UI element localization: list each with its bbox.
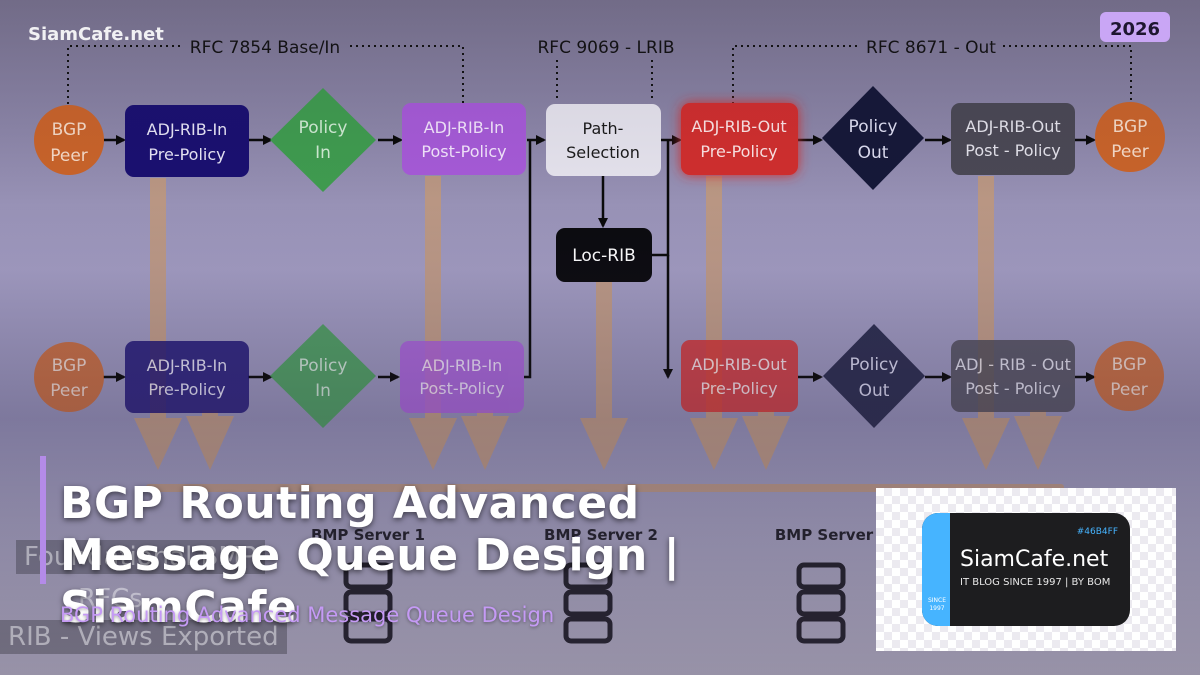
- page-title: BGP Routing Advanced Message Queue Desig…: [60, 478, 681, 633]
- svg-text:Peer: Peer: [1110, 380, 1148, 400]
- svg-text:Pre-Policy: Pre-Policy: [148, 380, 225, 399]
- svg-text:Selection: Selection: [566, 143, 640, 162]
- svg-text:BGP: BGP: [1112, 355, 1147, 375]
- svg-text:Policy: Policy: [299, 118, 348, 138]
- path-selection: Path- Selection: [546, 104, 661, 176]
- adj-rib-out-pre-policy-top: ADJ-RIB-Out Pre-Policy: [681, 103, 798, 175]
- svg-text:Pre-Policy: Pre-Policy: [148, 145, 225, 164]
- rfc-9069-label: RFC 9069 - LRIB: [537, 38, 674, 58]
- adj-rib-in-pre-policy-top: ADJ-RIB-In Pre-Policy: [125, 105, 249, 177]
- svg-text:BGP: BGP: [52, 356, 87, 376]
- server-icon: [343, 562, 393, 644]
- svg-text:BGP: BGP: [1113, 117, 1148, 137]
- svg-text:ADJ-RIB-In: ADJ-RIB-In: [147, 120, 228, 139]
- logo-stripe: [922, 513, 950, 626]
- rfc-brackets: [67, 45, 1132, 104]
- svg-text:BGP: BGP: [52, 120, 87, 140]
- bgp-peer-bottom-right: BGP Peer: [1094, 341, 1164, 411]
- svg-text:Out: Out: [858, 143, 889, 163]
- bg-label-rib-views: RIB - Views Exported: [0, 620, 287, 654]
- svg-text:Post-Policy: Post-Policy: [419, 379, 504, 398]
- svg-text:Post - Policy: Post - Policy: [965, 141, 1060, 160]
- svg-text:Out: Out: [859, 381, 890, 401]
- svg-text:Peer: Peer: [50, 146, 88, 166]
- svg-text:BMP Server 2: BMP Server 2: [544, 526, 658, 544]
- policy-in-bottom: Policy In: [270, 324, 376, 428]
- adj-rib-out-post-policy-top: ADJ-RIB-Out Post - Policy: [951, 103, 1075, 175]
- svg-text:BMP Server: BMP Server: [775, 526, 874, 544]
- server-icon: [796, 562, 846, 644]
- year-badge: 2026: [1100, 12, 1170, 42]
- siamcafe-logo: #46B4FF SiamCafe.net IT BLOG SINCE 1997 …: [922, 513, 1130, 626]
- policy-in-top: Policy In: [270, 88, 376, 192]
- logo-panel: #46B4FF SiamCafe.net IT BLOG SINCE 1997 …: [876, 488, 1176, 651]
- server-icon: [563, 562, 613, 644]
- svg-text:ADJ-RIB-Out: ADJ-RIB-Out: [691, 117, 786, 136]
- svg-text:In: In: [315, 381, 331, 401]
- bmp-feed-arrows: [134, 176, 1064, 492]
- svg-text:Policy: Policy: [299, 356, 348, 376]
- loc-rib: Loc-RIB: [556, 228, 652, 282]
- bgp-peer-top-right: BGP Peer: [1095, 102, 1165, 172]
- bgp-peer-bottom-left: BGP Peer: [34, 342, 104, 412]
- bmp-server-1: BMP Server 1: [311, 526, 425, 644]
- rfc-7854-label: RFC 7854 Base/In: [190, 38, 340, 58]
- svg-text:Peer: Peer: [50, 381, 88, 401]
- logo-name: SiamCafe.net: [960, 547, 1109, 572]
- flow-arrows: [103, 135, 1096, 382]
- since-badge: SINCE 1997: [927, 597, 947, 612]
- svg-text:Policy: Policy: [850, 355, 899, 375]
- svg-text:ADJ - RIB - Out: ADJ - RIB - Out: [955, 355, 1071, 374]
- policy-out-bottom: Policy Out: [823, 324, 925, 428]
- svg-text:ADJ-RIB-In: ADJ-RIB-In: [422, 356, 503, 375]
- svg-text:Pre-Policy: Pre-Policy: [700, 142, 777, 161]
- svg-text:Path-: Path-: [583, 119, 624, 138]
- svg-text:ADJ-RIB-Out: ADJ-RIB-Out: [965, 117, 1060, 136]
- svg-text:Loc-RIB: Loc-RIB: [572, 246, 636, 266]
- svg-text:BMP Server 1: BMP Server 1: [311, 526, 425, 544]
- adj-rib-out-post-policy-bottom: ADJ - RIB - Out Post - Policy: [951, 340, 1075, 412]
- svg-text:Pre-Policy: Pre-Policy: [700, 379, 777, 398]
- adj-rib-out-pre-policy-bottom: ADJ-RIB-Out Pre-Policy: [681, 340, 798, 412]
- svg-text:ADJ-RIB-In: ADJ-RIB-In: [147, 356, 228, 375]
- bmp-server-2: BMP Server 2: [544, 526, 658, 644]
- svg-text:Policy: Policy: [849, 117, 898, 137]
- bg-label-foundational: Foundational BMP: [16, 540, 265, 574]
- page-subtitle: BGP Routing Advanced Message Queue Desig…: [60, 603, 555, 627]
- merge-connectors: [524, 140, 673, 379]
- policy-out-top: Policy Out: [822, 86, 924, 190]
- logo-tagline: IT BLOG SINCE 1997 | BY BOM: [960, 577, 1111, 588]
- bmp-server-3: BMP Server: [775, 526, 874, 644]
- svg-text:In: In: [315, 143, 331, 163]
- adj-rib-in-post-policy-bottom: ADJ-RIB-In Post-Policy: [400, 341, 524, 413]
- logo-hex: #46B4FF: [1076, 527, 1118, 537]
- svg-text:Post-Policy: Post-Policy: [421, 142, 506, 161]
- bgp-peer-top-left: BGP Peer: [34, 105, 104, 175]
- bg-label-rfcs: RFCs -: [78, 584, 161, 614]
- adj-rib-in-pre-policy-bottom: ADJ-RIB-In Pre-Policy: [125, 341, 249, 413]
- rfc-8671-label: RFC 8671 - Out: [866, 38, 996, 58]
- title-accent-bar: [40, 456, 46, 584]
- svg-text:Peer: Peer: [1111, 142, 1149, 162]
- svg-text:Post - Policy: Post - Policy: [965, 379, 1060, 398]
- adj-rib-in-post-policy-top: ADJ-RIB-In Post-Policy: [402, 103, 526, 175]
- site-name: SiamCafe.net: [28, 24, 164, 45]
- svg-text:ADJ-RIB-Out: ADJ-RIB-Out: [691, 355, 786, 374]
- svg-text:ADJ-RIB-In: ADJ-RIB-In: [424, 118, 505, 137]
